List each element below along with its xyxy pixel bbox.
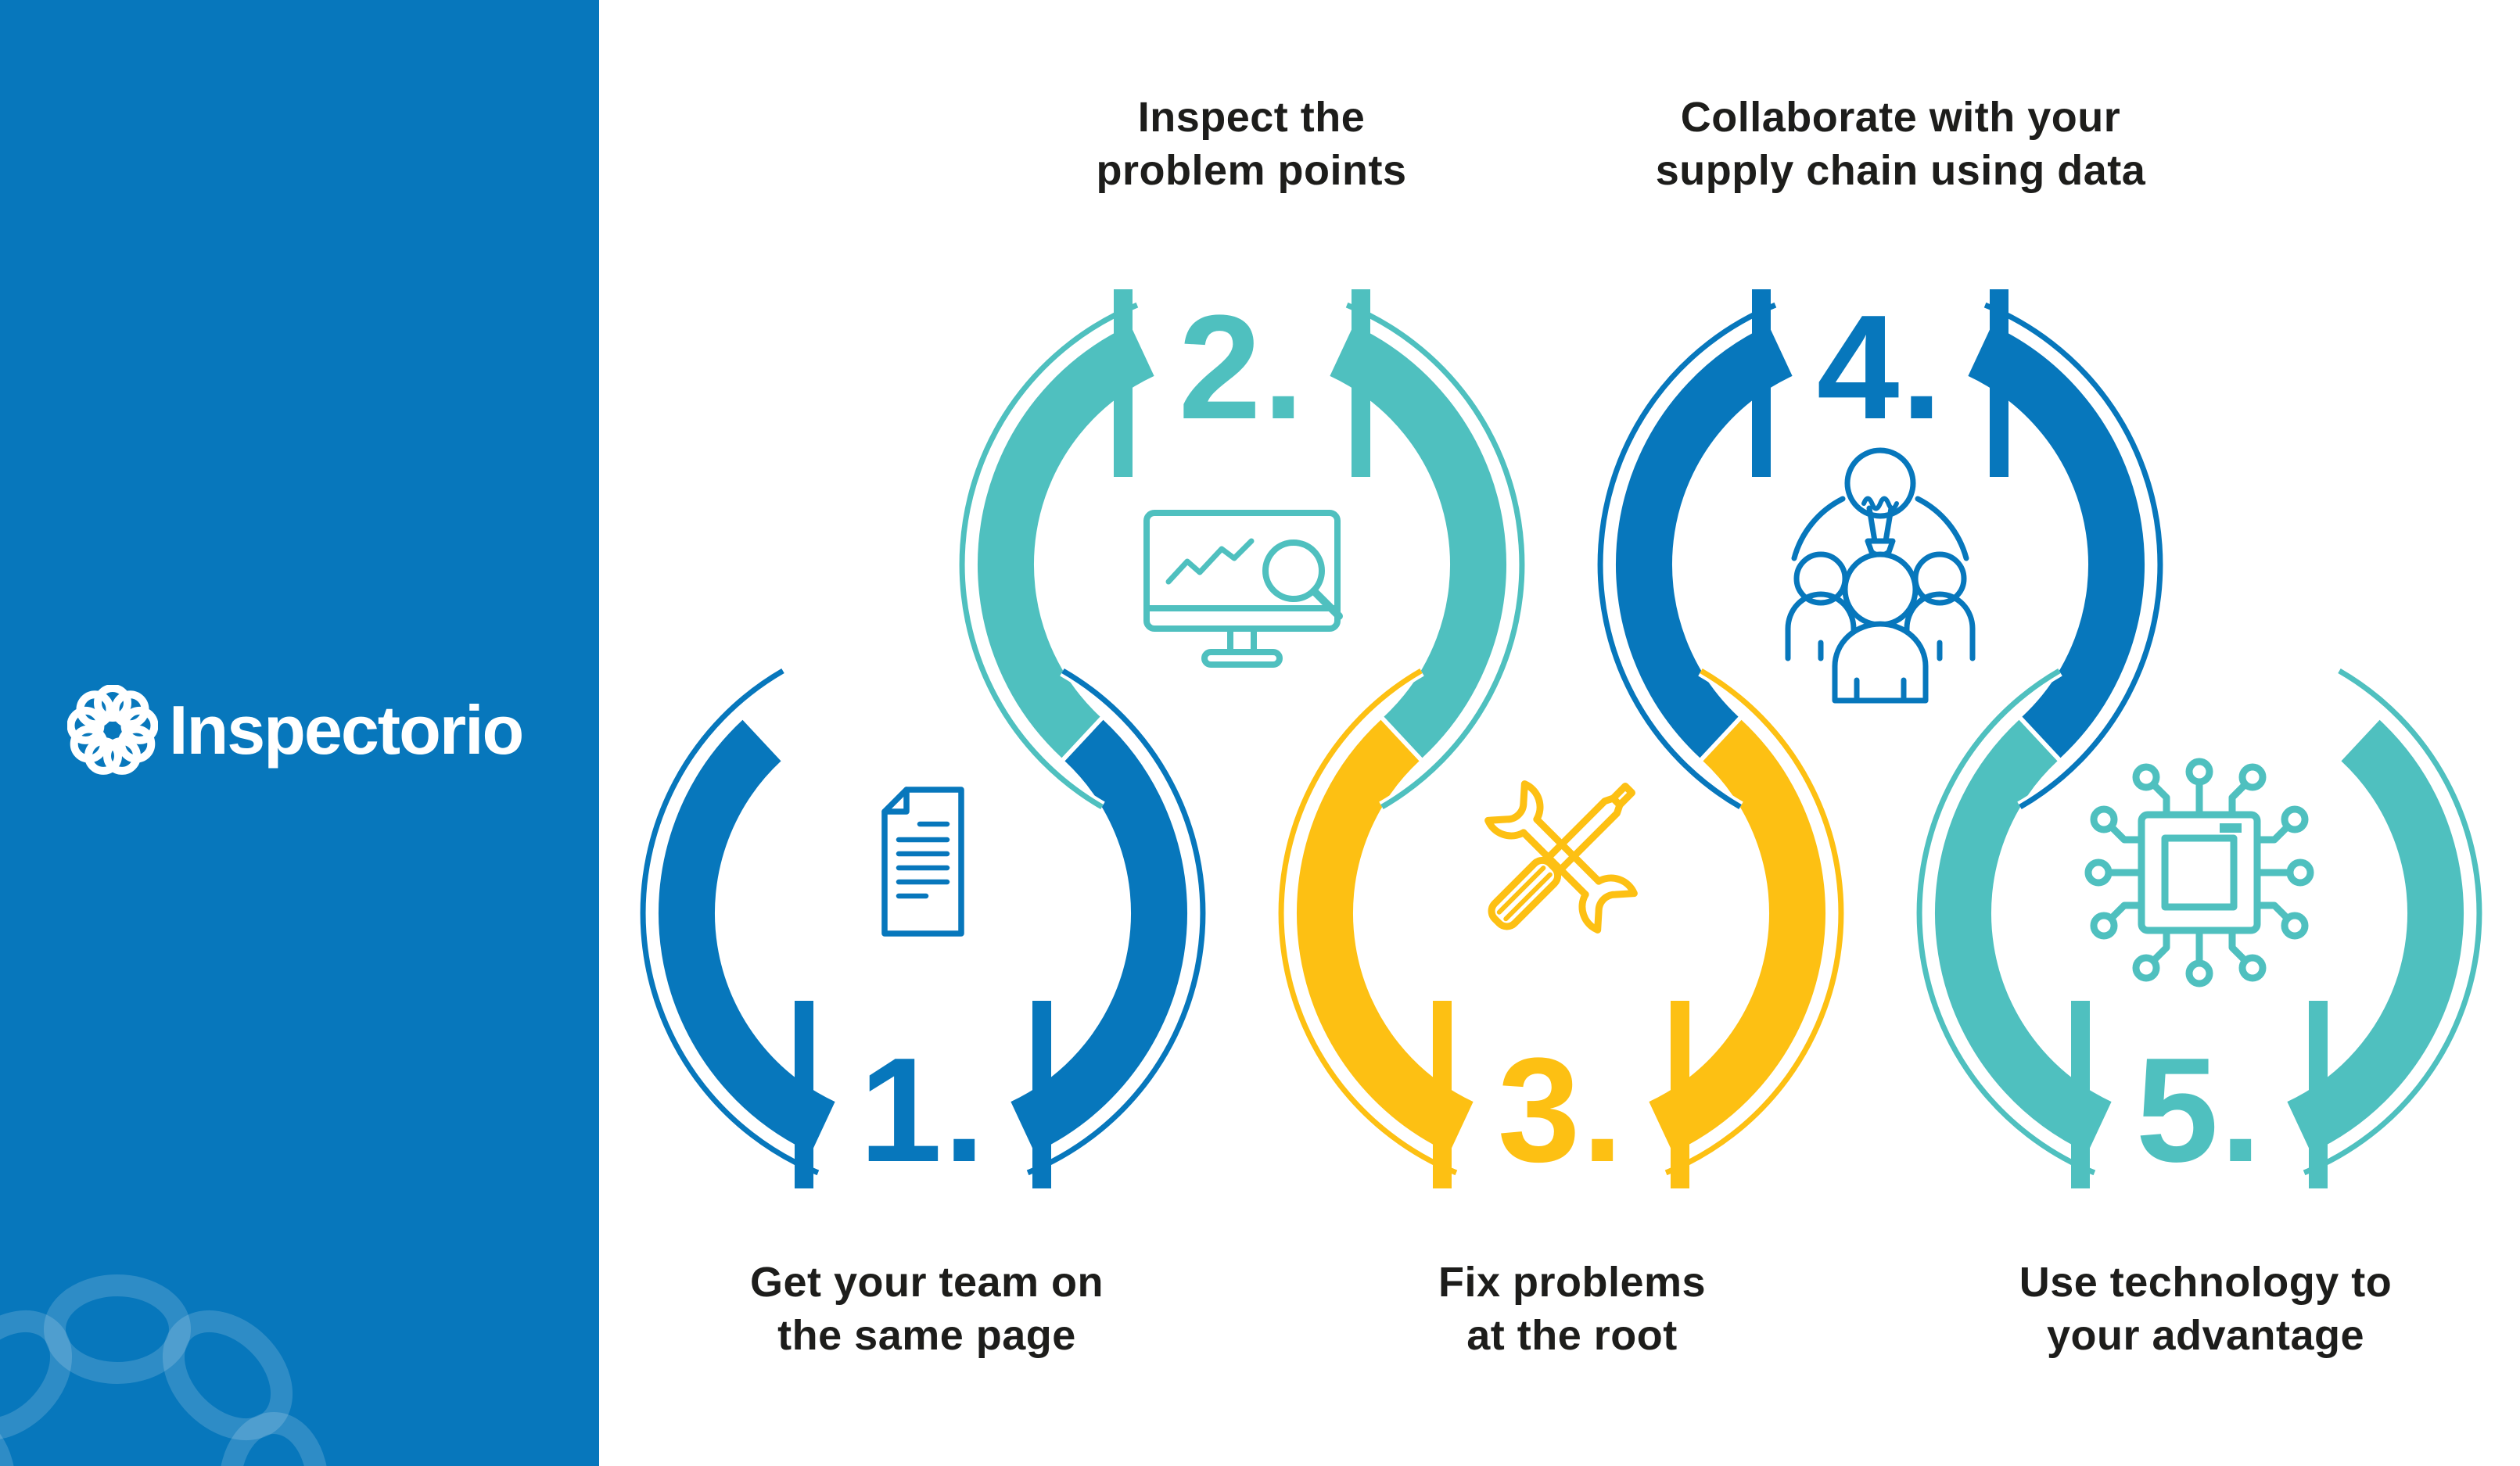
microchip-icon (2084, 758, 2314, 987)
logo-wordmark: Inspectorio (169, 691, 524, 769)
step-5-ring-left (1934, 719, 2112, 1153)
step-2-label-line1: Inspect the (1137, 94, 1366, 141)
step-2-number: 2. (1178, 285, 1306, 450)
ring-arms (658, 324, 2464, 1153)
inspectorio-logo: Inspectorio (67, 682, 524, 779)
step-2-right-bar (1352, 289, 1370, 477)
inspectorio-wreath-watermark-icon (0, 1274, 328, 1466)
step-4-right-bar (1990, 289, 2008, 477)
step-2-left-bar (1114, 289, 1133, 477)
step-2-label-line2: problem points (1096, 147, 1407, 194)
step-5-label-line1: Use technology to (2019, 1259, 2393, 1306)
step-2-ring-right (1330, 324, 1507, 758)
step-5-right-bar (2309, 1001, 2328, 1188)
step-5-label: Use technology to your advantage (1932, 1256, 2479, 1362)
step-3-right-bar (1671, 1001, 1689, 1188)
step-1-ring-left (658, 719, 835, 1153)
step-3-ring-right (1649, 719, 1826, 1153)
step-1-label: Get your team on the same page (653, 1256, 1201, 1362)
step-3-label-line2: at the root (1466, 1312, 1678, 1359)
step-4-ring-right (1968, 324, 2145, 758)
step-3-label-line1: Fix problems (1438, 1259, 1707, 1306)
monitor-analytics-search-icon (1143, 510, 1343, 668)
step-5-ring-right (2287, 719, 2464, 1153)
step-4-ring-left (1615, 324, 1793, 758)
wrench-icon (1484, 780, 1638, 934)
step-4-left-bar (1752, 289, 1771, 477)
step-3-ring-left (1296, 719, 1474, 1153)
wrench-screwdriver-icon (1484, 780, 1638, 934)
step-1-ring-right (1011, 719, 1188, 1153)
magnifier-icon (1262, 539, 1325, 602)
step-2-label: Inspect the problem points (978, 91, 1525, 197)
step-4-number: 4. (1816, 285, 1944, 450)
number-bars (795, 289, 2328, 1188)
step-5-label-line2: your advantage (2046, 1312, 2365, 1359)
step-3-left-bar (1433, 1001, 1452, 1188)
step-3-number: 3. (1497, 1027, 1625, 1193)
companion-lines (640, 302, 2482, 1176)
sidebar: Inspectorio (0, 0, 599, 1466)
step-4-label: Collaborate with your supply chain using… (1588, 91, 2213, 197)
document-icon (881, 787, 964, 937)
step-1-label-line1: Get your team on (749, 1259, 1104, 1306)
step-1-left-bar (795, 1001, 813, 1188)
step-3-label: Fix problems at the root (1298, 1256, 1846, 1362)
step-4-label-line1: Collaborate with your (1680, 94, 2121, 141)
team-lightbulb-icon (1785, 447, 1976, 704)
screwdriver-icon (1488, 782, 1636, 930)
step-5-left-bar (2071, 1001, 2090, 1188)
inspectorio-wreath-icon (67, 685, 158, 775)
step-1-number: 1. (859, 1027, 987, 1193)
step-2-ring-left (977, 324, 1154, 758)
step-4-label-line2: supply chain using data (1655, 147, 2146, 194)
step-1-label-line2: the same page (777, 1312, 1076, 1359)
step-1-right-bar (1032, 1001, 1051, 1188)
step-5-number: 5. (2135, 1027, 2263, 1193)
